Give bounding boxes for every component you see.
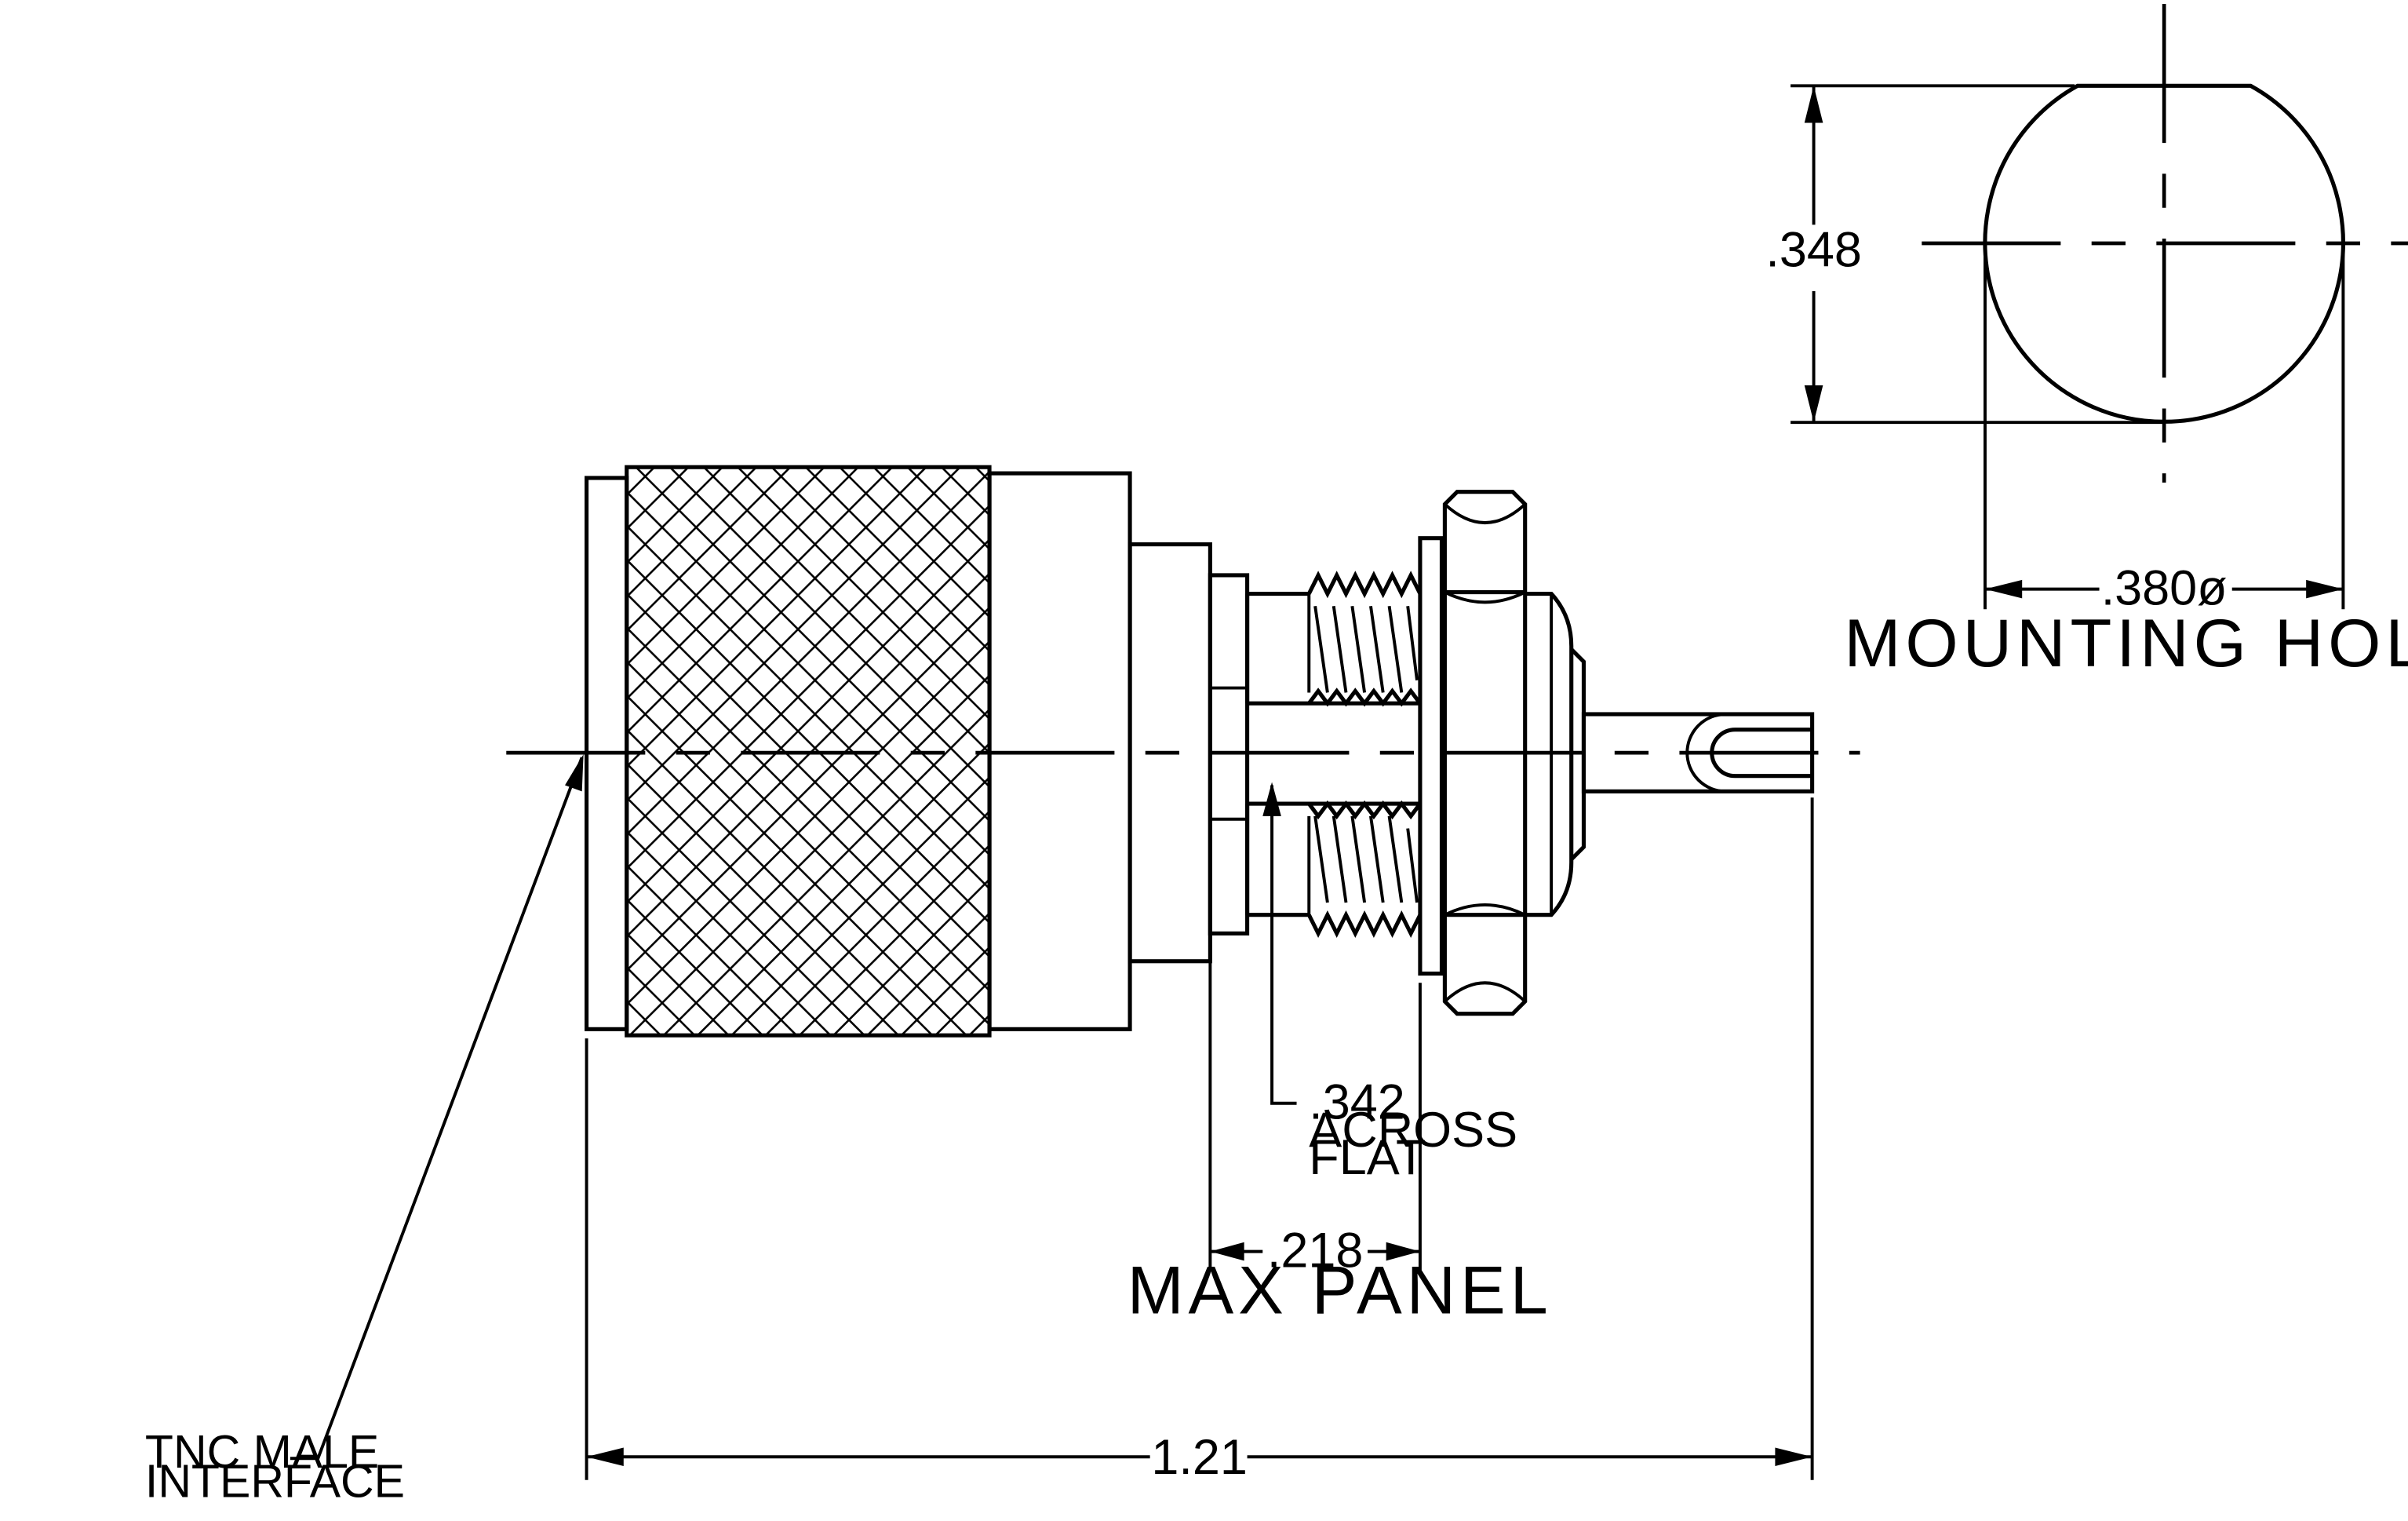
interface-label-line2: INTERFACE xyxy=(145,1455,405,1507)
across-flat-callout: .342 ACROSS FLAT xyxy=(1262,782,1517,1185)
connector-side-view xyxy=(506,465,1860,1038)
max-panel-caption: MAX PANEL xyxy=(1127,1253,1553,1328)
hole-diameter-value: .380ø xyxy=(2101,560,2228,615)
across-flat-line2: ACROSS xyxy=(1309,1103,1517,1158)
shoulder-section xyxy=(1208,573,1250,936)
interface-callout: TNC MALE INTERFACE xyxy=(145,754,584,1507)
panel-washer xyxy=(1418,536,1444,976)
hex-nut xyxy=(1442,490,1528,1016)
overall-length-dimension: 1.21 xyxy=(585,797,1814,1485)
max-panel-value: .218 xyxy=(1267,1223,1364,1278)
mounting-hole-outline xyxy=(1983,83,2345,424)
across-flat-line3: FLAT xyxy=(1309,1130,1426,1185)
interface-label-line1: TNC MALE xyxy=(145,1426,379,1478)
mounting-hole-caption: MOUNTING HOLE xyxy=(1844,606,2408,681)
across-flat-value: .342 xyxy=(1309,1074,1404,1129)
mounting-hole-view: .348 .380ø MOUNTING HOLE xyxy=(1765,4,2408,681)
max-panel-dimension: .218 MAX PANEL xyxy=(1127,951,1553,1328)
hole-height-value: .348 xyxy=(1765,222,1861,277)
overall-length-value: 1.21 xyxy=(1151,1430,1247,1485)
solder-cup-pin xyxy=(1581,712,1815,793)
knurled-coupling-nut xyxy=(625,465,992,1038)
